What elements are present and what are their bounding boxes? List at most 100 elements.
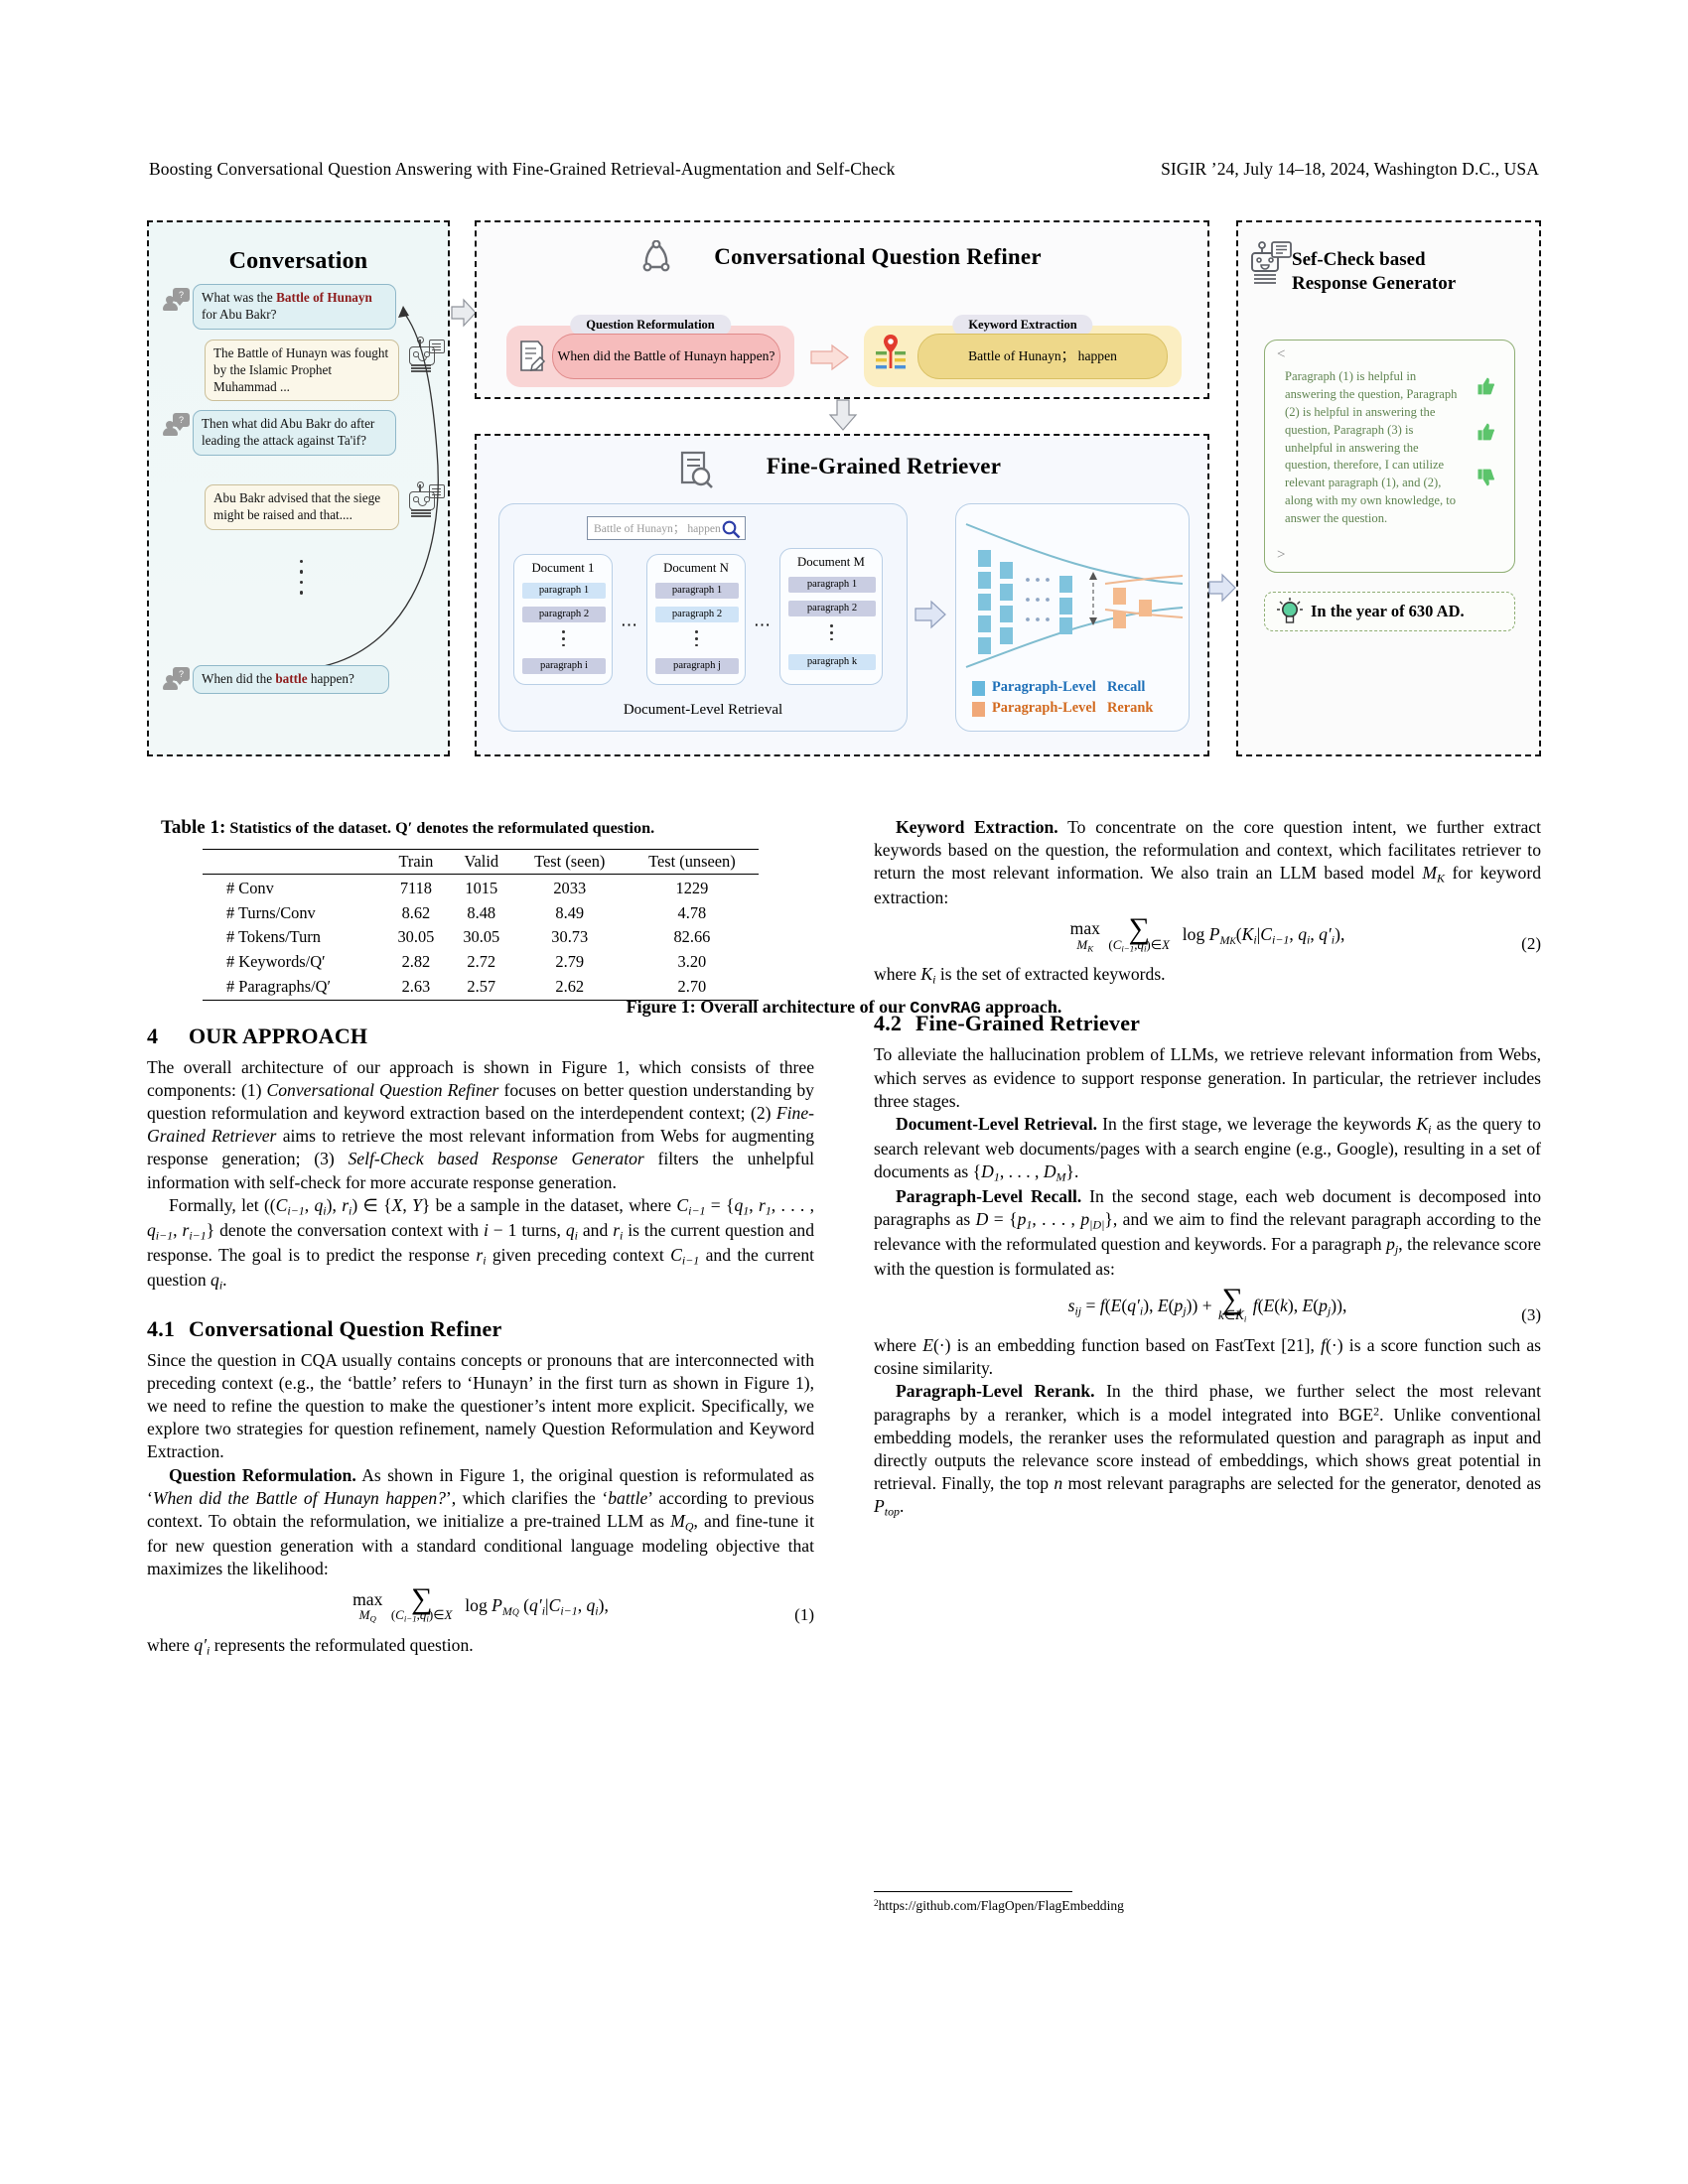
paragraph-refiner-intro: Since the question in CQA usually contai… (147, 1349, 814, 1462)
document-search-icon (680, 451, 713, 488)
paragraph-eq1-where: where q′i represents the reformulated qu… (147, 1635, 474, 1658)
text-bold-lead: Keyword Extraction. (896, 817, 1058, 837)
question-reformulation-caption: Question Reformulation (570, 315, 731, 336)
table-cell: 8.49 (555, 902, 585, 922)
thumbs-up-icon (1477, 377, 1494, 395)
table-cell: 2.79 (555, 951, 585, 971)
paragraph-eq2-where: where Ki is the set of extracted keyword… (874, 964, 1166, 987)
document-card: Document N paragraph 1 paragraph 2 parag… (646, 554, 746, 685)
paragraph-chip: paragraph j (655, 658, 739, 674)
table-header-row: Train Valid Test (seen) Test (unseen) (203, 848, 759, 876)
conversational-question-refiner-panel: Conversational Question Refiner Question… (475, 220, 1209, 399)
paragraph-chip: paragraph i (522, 658, 606, 674)
table-cell: 2.57 (448, 974, 514, 1002)
arrow-conversation-to-refiner (451, 298, 477, 328)
table-cell: 82.66 (673, 927, 711, 947)
paragraph-chip: paragraph 2 (655, 607, 739, 622)
table-row-label: # Conv (226, 879, 274, 898)
document-card: Document 1 paragraph 1 paragraph 2 parag… (513, 554, 613, 685)
footnote-text[interactable]: https://github.com/FlagOpen/FlagEmbeddin… (878, 1898, 1124, 1914)
table-col-header-1: Train (382, 848, 449, 876)
table-col-header-0 (203, 848, 383, 876)
question-reformulation-block: Question Reformulation When did the Batt… (506, 315, 794, 387)
paragraph-chip: paragraph 1 (655, 583, 739, 599)
text-bold-lead: Paragraph-Level Recall. (896, 1186, 1082, 1207)
section-number-4-1: 4.1 (147, 1316, 176, 1342)
table-cell: 30.05 (397, 927, 435, 947)
paragraph-document-level-retrieval: Document-Level Retrieval. In the first s… (874, 1113, 1541, 1184)
paragraph-formal-definition: Formally, let ((Ci−1, qi), ri) ∈ {X, Y} … (147, 1194, 815, 1293)
table-row: # Keywords/Q′ 2.82 2.72 2.79 3.20 (203, 949, 759, 974)
search-bar[interactable]: Battle of Hunayn； happen (587, 516, 746, 540)
table-cell: 8.48 (467, 902, 496, 922)
search-icon[interactable] (722, 520, 741, 539)
context-link-arrow (323, 306, 439, 667)
generator-title-line2: Response Generator (1292, 273, 1457, 295)
table-cell: 3.20 (677, 951, 707, 971)
legend-label-recall-a: Paragraph-Level (992, 679, 1096, 695)
footnote-rule (874, 1891, 1072, 1893)
fine-grained-retriever-panel: Fine-Grained Retriever Battle of Hunayn；… (475, 434, 1209, 756)
text-italic: Fine-Grained Retriever (147, 1103, 814, 1147)
equation-2-number: (2) (1521, 934, 1541, 954)
figure-caption-prefix: Figure 1: Overall architecture of our (626, 997, 911, 1017)
generator-title: Sef-Check based Response Generator (1292, 248, 1530, 297)
chat-bubble-user-2: Then what did Abu Bakr do after leading … (193, 410, 396, 456)
table-row: # Turns/Conv 8.62 8.48 8.49 4.78 (203, 900, 759, 925)
running-head-right: SIGIR ’24, July 14–18, 2024, Washington … (1161, 159, 1539, 179)
paragraph-eq3-where: where E(·) is an embedding function base… (874, 1335, 1541, 1379)
self-check-response-generator-panel: Sef-Check based Response Generator < Par… (1236, 220, 1541, 756)
equation-3: sij = f(E(q′i), E(pj)) + ∑k∈Ki f(E(k), E… (874, 1285, 1541, 1325)
bubble-keyword: battle (275, 671, 308, 686)
table-cell: 2033 (553, 879, 587, 898)
bot-icon-2 (409, 481, 445, 514)
table-row-label: # Paragraphs/Q′ (203, 974, 383, 1002)
keyword-extraction-caption: Keyword Extraction (952, 315, 1093, 336)
paragraph-paragraph-level-rerank: Paragraph-Level Rerank. In the third pha… (874, 1381, 1541, 1519)
table-cell: 2.72 (467, 951, 496, 971)
legend-swatch-recall (972, 681, 985, 696)
legend-label-rerank-a: Paragraph-Level (992, 700, 1096, 716)
self-check-text: Paragraph (1) is helpful in answering th… (1285, 369, 1458, 525)
text-run: ’ according to previous context. To obta… (147, 1487, 815, 1531)
table-row-label: # Keywords/Q′ (226, 951, 326, 971)
lightbulb-icon (1277, 598, 1303, 623)
open-angle: < (1277, 346, 1286, 362)
table-1-caption-text: Statistics of the dataset. Q′ denotes th… (229, 819, 655, 837)
user-avatar: ? (163, 413, 190, 437)
documents-ellipsis: ⋯ (754, 615, 771, 634)
chat-bubble-bot-1: The Battle of Hunayn was fought by the I… (205, 340, 399, 402)
text-run: , and fine-tune it for new question gene… (147, 1510, 814, 1579)
section-number-4: 4 (147, 1024, 159, 1049)
bubble-keyword: Battle of Hunayn (276, 290, 372, 305)
documents-ellipsis: ⋯ (621, 615, 637, 634)
footnote-marker: 2 (874, 1898, 879, 1909)
arrow-reformulation-to-keyword (810, 343, 849, 371)
document-level-retrieval-label: Document-Level Retrieval (623, 702, 783, 718)
table-col-header-4: Test (unseen) (625, 848, 759, 876)
document-name: Document N (663, 561, 729, 575)
chat-bubble-user-1: What was the Battle of Hunayn for Abu Ba… (193, 284, 396, 330)
paragraph-retriever-intro: To alleviate the hallucination problem o… (874, 1044, 1541, 1111)
text-run: for keyword extraction: (874, 863, 1542, 908)
thumbs-up-icon (1477, 423, 1494, 441)
generator-title-line1: Sef-Check based (1292, 249, 1426, 270)
conversation-title: Conversation (228, 248, 368, 274)
conversation-ellipsis (300, 560, 304, 602)
legend-label-recall-b: Recall (1107, 679, 1146, 695)
keyword-extraction-block: Keyword Extraction Battle of Hunayn； hap… (864, 315, 1182, 387)
reformulated-question-pill: When did the Battle of Hunayn happen? (552, 334, 780, 379)
table-row-label: # Tokens/Turn (226, 927, 321, 947)
document-name: Document 1 (531, 561, 595, 575)
legend-label-rerank-b: Rerank (1107, 700, 1154, 716)
arrow-retrieval-to-rerank (914, 600, 946, 629)
text-bold-lead: Paragraph-Level Rerank. (896, 1381, 1095, 1402)
section-title-4: OUR APPROACH (189, 1024, 368, 1049)
bot-icon-1 (409, 337, 445, 369)
retriever-title: Fine-Grained Retriever (766, 454, 1002, 478)
table-col-header-2: Valid (448, 848, 514, 876)
section-title-4-2: Fine-Grained Retriever (915, 1011, 1141, 1036)
